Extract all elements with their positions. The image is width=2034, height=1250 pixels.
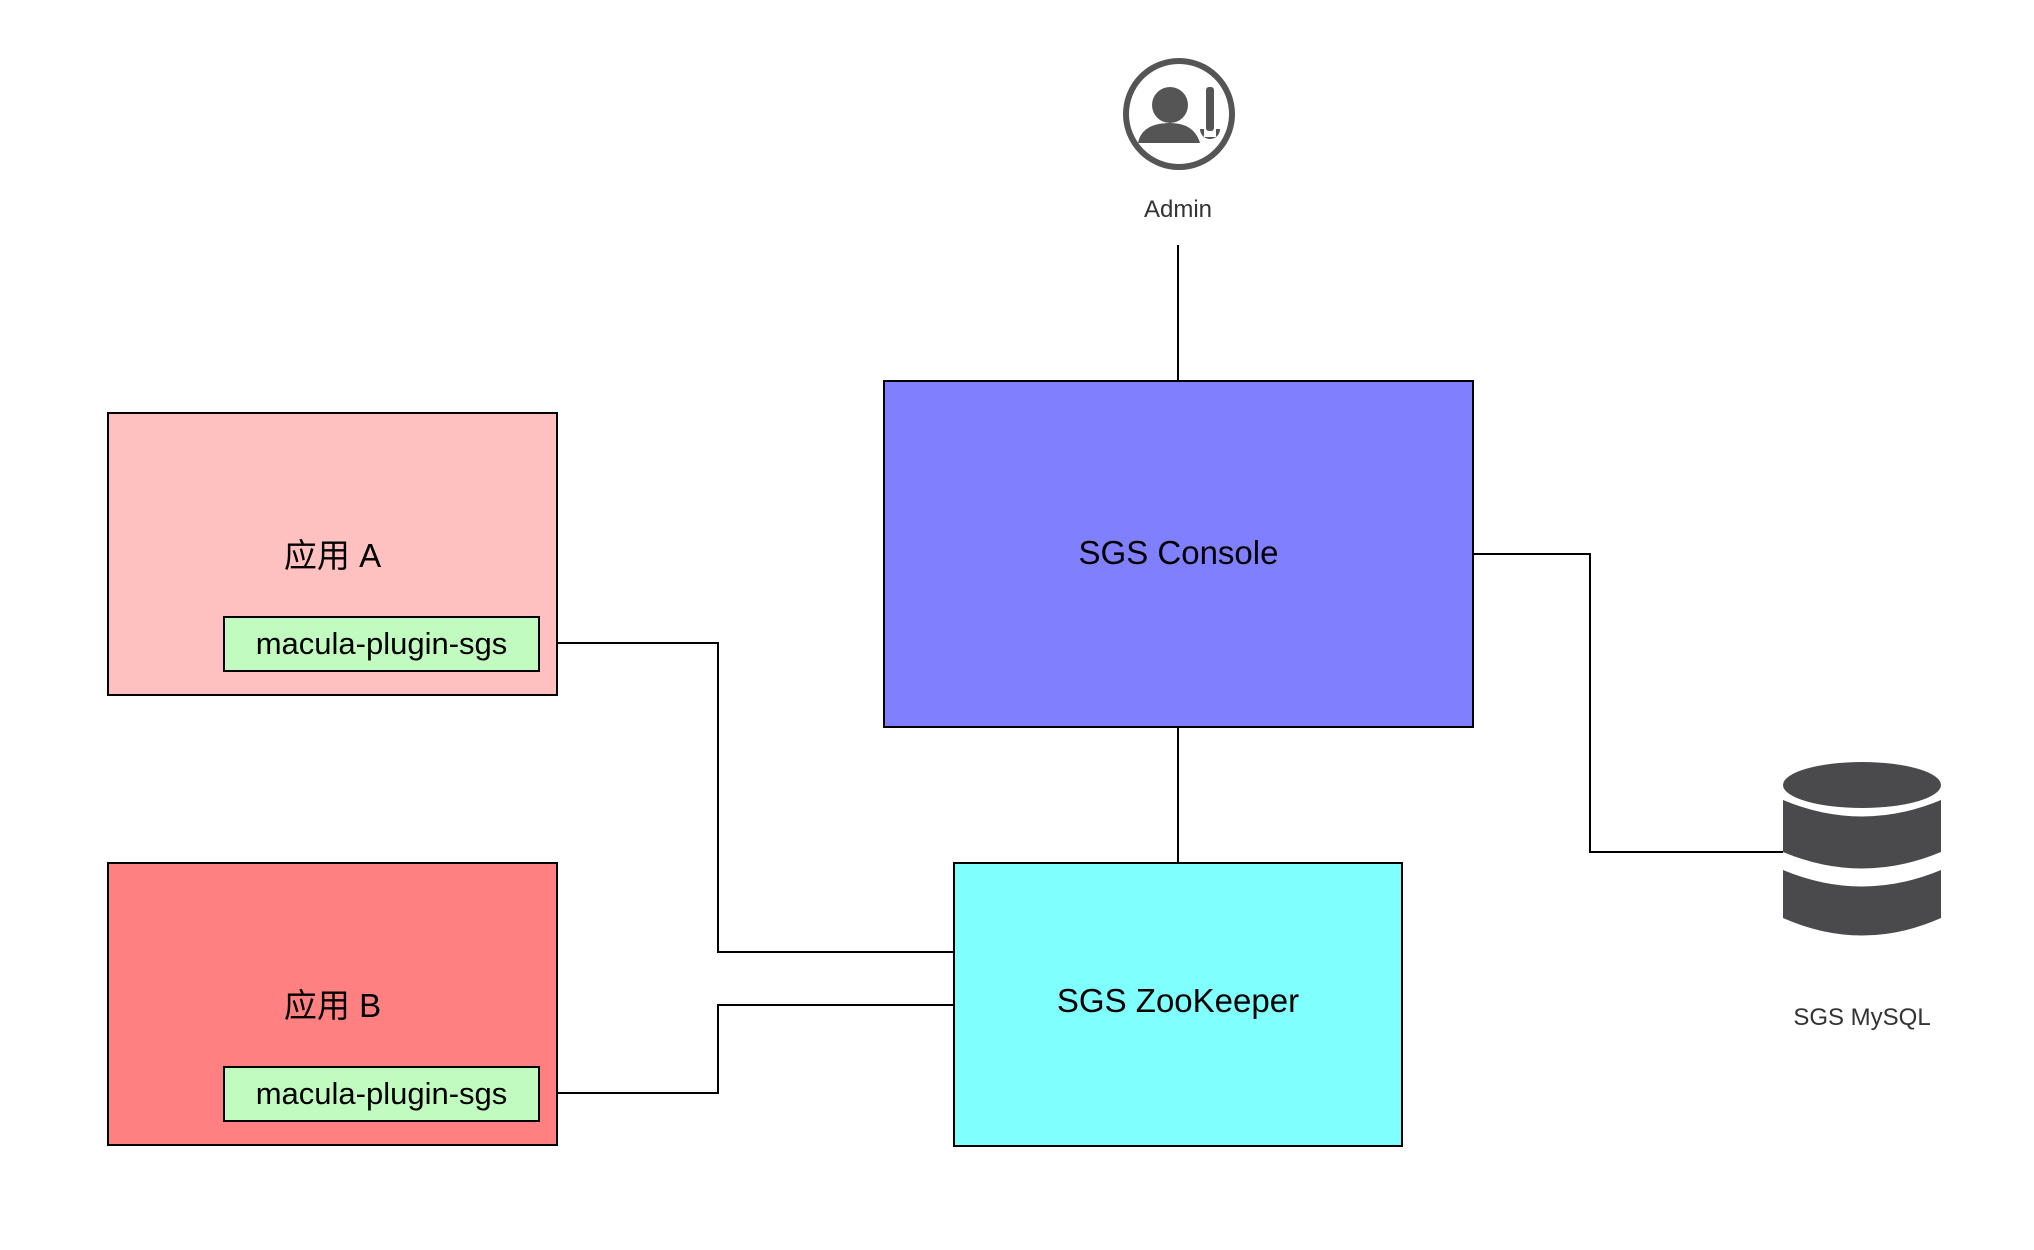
- sgs-console-box: SGS Console: [883, 380, 1474, 728]
- app-a-plugin: macula-plugin-sgs: [223, 616, 540, 672]
- sgs-zookeeper-label: SGS ZooKeeper: [1056, 982, 1300, 1019]
- sgs-console-label: SGS Console: [1078, 534, 1279, 571]
- admin-label: Admin: [1143, 196, 1213, 223]
- edge-app-a-zookeeper: [537, 642, 953, 953]
- mysql-label: SGS MySQL: [1793, 1004, 1931, 1031]
- app-a-label: 应用 A: [283, 537, 382, 574]
- edge-app-b-zookeeper: [537, 1004, 953, 1094]
- edge-console-mysql: [1473, 553, 1783, 853]
- admin-user-icon: [1122, 57, 1236, 171]
- database-icon: [1782, 758, 1942, 944]
- sgs-zookeeper-box: SGS ZooKeeper: [953, 862, 1403, 1147]
- app-b-label: 应用 B: [283, 987, 382, 1024]
- app-a-box: 应用 A macula-plugin-sgs: [107, 412, 558, 696]
- app-b-plugin: macula-plugin-sgs: [223, 1066, 540, 1122]
- app-b-box: 应用 B macula-plugin-sgs: [107, 862, 558, 1146]
